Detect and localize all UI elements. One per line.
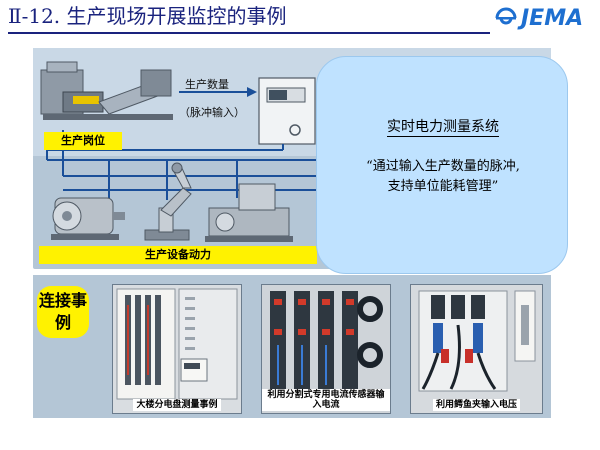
title-underline (8, 32, 490, 34)
production-line-machine-icon (40, 61, 173, 120)
callout-body: “通过输入生产数量的脉冲, 支持单位能耗管理” (366, 159, 520, 194)
connection-examples-badge: 连接事例 (37, 286, 89, 338)
distribution-board-image (113, 285, 241, 413)
logo-text: JEMA (521, 5, 584, 31)
robot-arm-icon (144, 162, 192, 241)
photo-distribution-board: 大楼分电盘测量事例 (112, 284, 242, 414)
connection-examples-panel: 连接事例 大楼分电盘测量事例 (33, 275, 551, 418)
power-meter-box-icon (258, 77, 316, 145)
diagram-artwork (40, 61, 353, 242)
jema-logo-mark-icon (495, 7, 517, 25)
wiring-lines (46, 130, 353, 200)
page-title: Ⅱ-12. 生产现场开展监控的事例 (8, 4, 287, 28)
pulse-input-label: （脉冲输入） (179, 106, 245, 119)
info-callout: 实时电力测量系统 “通过输入生产数量的脉冲, 支持单位能耗管理” (316, 56, 568, 274)
jema-logo: JEMA (493, 3, 595, 33)
alligator-clip-image (411, 285, 542, 413)
signal-arrow-head (247, 87, 257, 97)
production-post-label: 生产岗位 (44, 132, 122, 150)
callout-heading: 实时电力测量系统 (387, 119, 499, 137)
photo-caption: 利用分割式专用电流传感器输入电流 (262, 389, 390, 411)
photo-split-current-sensor: 利用分割式专用电流传感器输入电流 (261, 284, 391, 414)
motor-icon (51, 197, 125, 240)
photo-caption: 利用鳄鱼夹输入电压 (432, 399, 520, 411)
production-quantity-label: 生产数量 (185, 78, 229, 91)
photo-alligator-clip: 利用鳄鱼夹输入电压 (410, 284, 543, 414)
photo-caption: 大楼分电盘测量事例 (133, 399, 221, 411)
pump-unit-icon (205, 183, 293, 242)
equipment-power-label: 生产设备动力 (39, 246, 317, 264)
